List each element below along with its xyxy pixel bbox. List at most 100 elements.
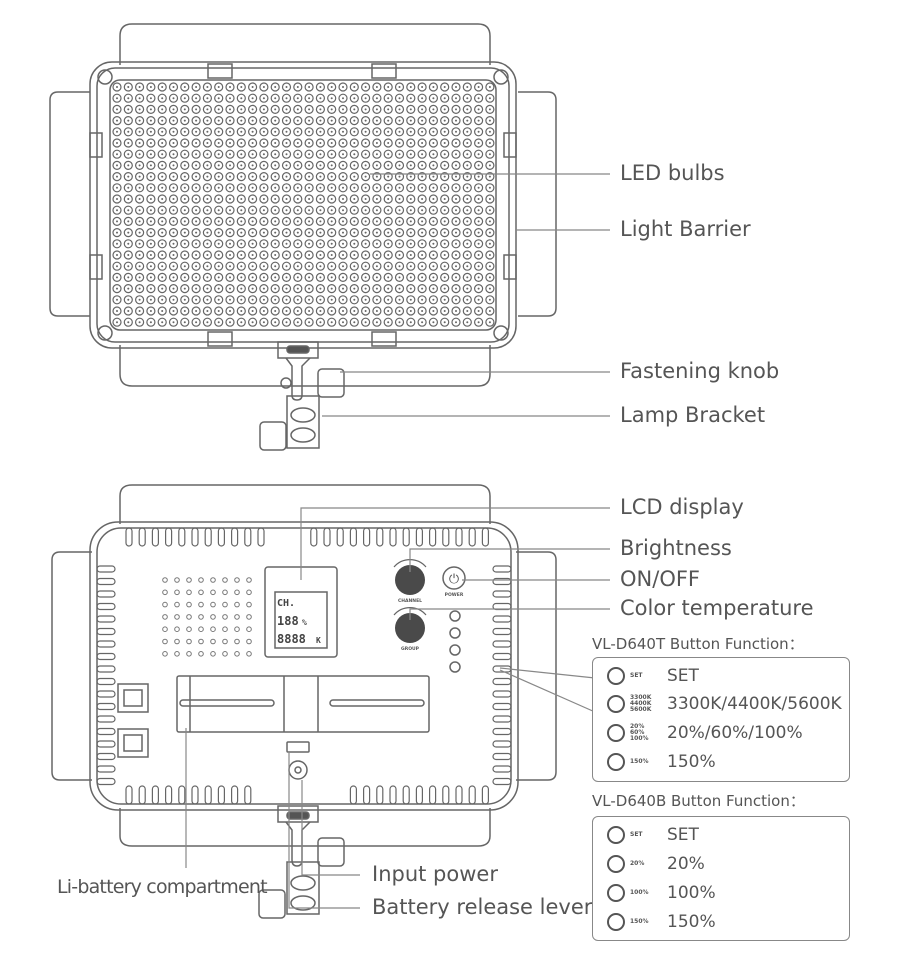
led-bulb-center — [251, 254, 254, 256]
led-bulb — [394, 205, 405, 215]
led-bulb — [383, 160, 393, 170]
led-bulb — [315, 216, 325, 226]
led-bulb-center — [161, 153, 164, 156]
led-bulb-center — [285, 220, 288, 223]
led-bulb — [361, 149, 371, 159]
led-bulb — [146, 160, 156, 170]
led-bulb — [361, 284, 371, 294]
back-right-barrier — [516, 551, 557, 781]
led-bulb-center — [172, 321, 175, 324]
led-bulb-center — [466, 130, 469, 133]
led-bulb — [474, 306, 484, 316]
vent-hole — [162, 577, 168, 583]
led-bulb-center — [116, 119, 118, 122]
led-bulb — [462, 295, 472, 305]
led-bulb-center — [262, 265, 265, 268]
led-bulb-center — [387, 298, 390, 301]
led-bulb-center — [274, 220, 277, 223]
led-bulb — [236, 216, 246, 226]
led-bulb — [485, 250, 495, 260]
led-bulb — [451, 205, 461, 215]
led-bulb-center — [466, 242, 469, 245]
led-bulb — [462, 183, 472, 193]
fin-right — [492, 740, 512, 748]
led-bulb-center — [172, 287, 175, 290]
led-bulb-center — [319, 310, 322, 312]
led-bulb — [157, 138, 167, 148]
led-bulb — [135, 183, 145, 193]
vent-hole — [174, 601, 180, 608]
led-bulb — [428, 261, 438, 271]
led-bulb-center — [240, 254, 243, 256]
led-bulb-center — [421, 321, 424, 324]
led-bulb — [146, 194, 156, 204]
led-bulb-center — [127, 130, 130, 133]
led-bulb-center — [296, 175, 299, 178]
led-bulb-center — [296, 97, 299, 100]
led-bulb — [202, 205, 212, 215]
led-bulb — [202, 228, 212, 238]
button-function-text: SET — [667, 666, 699, 686]
led-bulb — [394, 127, 405, 137]
led-bulb — [327, 216, 337, 226]
led-bulb — [191, 295, 201, 305]
led-bulb-center — [421, 198, 424, 200]
led-bulb-center — [364, 310, 367, 312]
led-bulb — [146, 183, 156, 193]
led-bulb — [474, 194, 484, 204]
led-bulb — [225, 317, 235, 327]
led-bulb-center — [319, 287, 322, 290]
led-bulb-center — [364, 142, 367, 144]
led-bulb — [474, 272, 484, 282]
led-bulb — [281, 93, 292, 103]
led-bulb — [214, 261, 224, 271]
vent-hole — [162, 614, 168, 620]
led-bulb-center — [477, 321, 480, 324]
led-bulb-center — [138, 254, 141, 256]
led-bulb-center — [488, 97, 491, 100]
led-bulb-center — [375, 220, 378, 223]
led-bulb-center — [183, 186, 186, 189]
led-bulb — [406, 250, 416, 260]
led-bulb — [372, 115, 382, 126]
led-bulb-center — [274, 265, 277, 268]
small-button — [449, 644, 461, 656]
led-bulb — [259, 160, 269, 170]
led-bulb — [417, 115, 427, 126]
led-bulb — [293, 295, 303, 305]
led-bulb — [180, 183, 190, 193]
led-bulb — [202, 284, 212, 294]
led-bulb-center — [455, 310, 457, 312]
back-bracket-arm — [286, 861, 320, 915]
led-bulb-center — [229, 86, 231, 88]
led-bulb — [191, 261, 201, 271]
led-bulb-center — [217, 142, 220, 144]
led-bulb-center — [432, 186, 435, 189]
led-bulb-center — [319, 153, 322, 156]
lcd-brightness: 188 — [277, 614, 299, 628]
front-callout-lines — [322, 173, 610, 417]
fin-bottom — [204, 785, 212, 805]
led-bulb-center — [488, 86, 491, 88]
led-bulb-center — [443, 97, 446, 100]
battery-slot — [179, 699, 275, 707]
led-bulb-center — [375, 298, 378, 301]
fin-left — [96, 752, 116, 761]
led-bulb — [406, 295, 416, 305]
led-bulb-center — [217, 186, 220, 189]
led-bulb-center — [172, 231, 175, 234]
led-bulb — [191, 250, 201, 260]
led-bulb-center — [285, 276, 288, 279]
led-bulb — [236, 172, 246, 182]
led-bulb-center — [206, 276, 209, 279]
led-bulb — [383, 239, 393, 249]
led-bulb-center — [240, 321, 243, 324]
led-bulb-center — [195, 276, 198, 279]
led-bulb-center — [308, 86, 311, 88]
led-bulb — [214, 284, 224, 294]
led-bulb-center — [206, 254, 209, 256]
vent-hole — [210, 638, 216, 645]
button-circle-icon — [607, 724, 625, 742]
led-bulb-center — [172, 254, 175, 256]
led-bulb-center — [183, 298, 186, 301]
